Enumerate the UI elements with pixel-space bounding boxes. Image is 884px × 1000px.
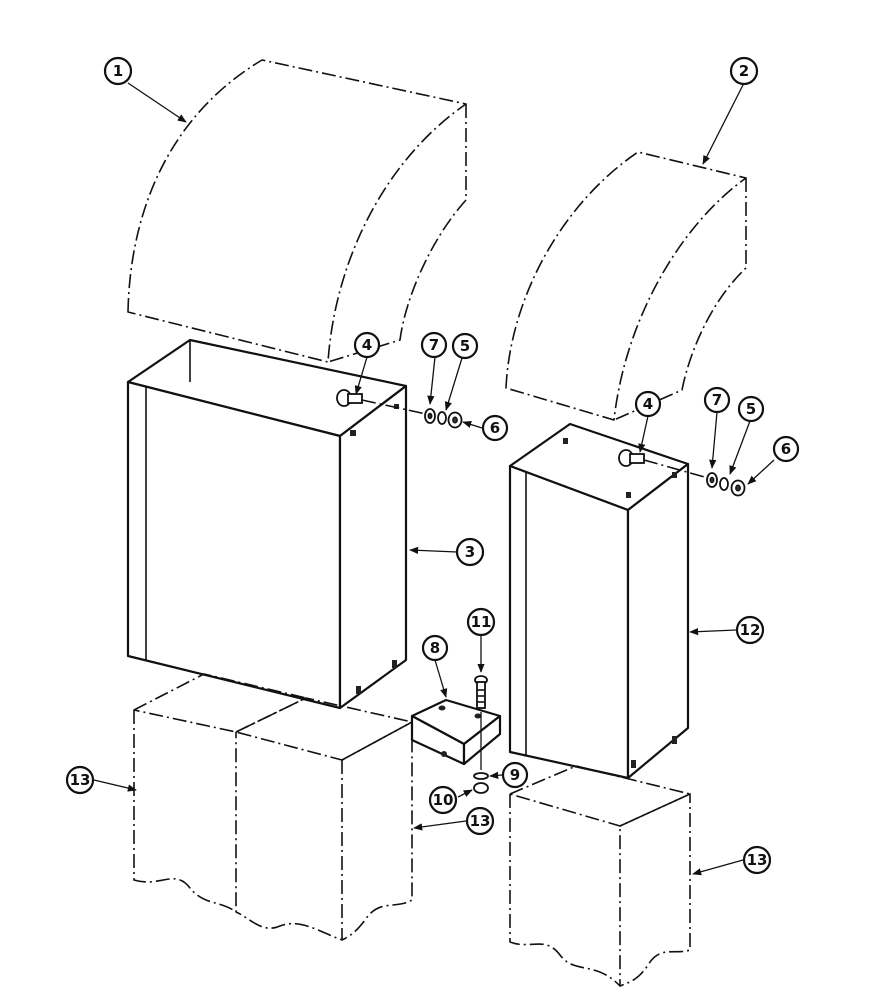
- callout-4-upper-right: 4: [634, 390, 662, 418]
- lockwasher-5b: [719, 477, 729, 491]
- callout-10: 10: [428, 785, 458, 815]
- hardware-set-upper-left: [336, 389, 463, 429]
- svg-text:6: 6: [490, 419, 500, 437]
- callout-8: 8: [421, 634, 449, 662]
- washer-7b: [706, 472, 718, 488]
- callout-6-upper-left: 6: [481, 414, 509, 442]
- svg-text:8: 8: [430, 639, 440, 657]
- callout-12: 12: [735, 615, 765, 645]
- part-13-lower-box-right: [509, 765, 691, 987]
- svg-text:6: 6: [781, 440, 791, 458]
- svg-text:2: 2: [739, 62, 749, 80]
- svg-text:1: 1: [113, 62, 123, 80]
- svg-text:13: 13: [747, 851, 768, 869]
- part-2-curved-duct: [505, 151, 747, 421]
- callout-5-upper-right: 5: [737, 395, 765, 423]
- callout-13-left: 13: [65, 765, 95, 795]
- svg-text:9: 9: [510, 766, 520, 784]
- part-8-bracket: [410, 698, 502, 766]
- part-3-box-housing: [126, 338, 408, 710]
- washer-7a: [424, 408, 436, 424]
- svg-text:12: 12: [740, 621, 761, 639]
- leader-lines: [93, 82, 775, 876]
- alignment-line-a: [361, 399, 427, 415]
- part-12-box-housing: [508, 422, 690, 780]
- svg-text:13: 13: [70, 771, 91, 789]
- callout-4-upper-left: 4: [353, 331, 381, 359]
- callout-3: 3: [455, 537, 485, 567]
- callout-13-right: 13: [742, 845, 772, 875]
- svg-text:7: 7: [429, 336, 439, 354]
- svg-text:5: 5: [460, 337, 470, 355]
- svg-text:13: 13: [470, 812, 491, 830]
- callout-13-middle: 13: [465, 806, 495, 836]
- lockwasher-5a: [437, 411, 447, 425]
- washer-9: [473, 772, 489, 780]
- hardware-set-bracket: [473, 675, 489, 794]
- svg-text:11: 11: [471, 613, 492, 631]
- nut-10: [473, 782, 489, 794]
- callout-7-upper-left: 7: [420, 331, 448, 359]
- callout-6-upper-right: 6: [772, 435, 800, 463]
- part-1-curved-duct: [127, 59, 467, 363]
- bolt-4b: [618, 449, 645, 467]
- callout-7-upper-right: 7: [703, 386, 731, 414]
- callout-5-upper-left: 5: [451, 332, 479, 360]
- callout-1: 1: [103, 56, 133, 86]
- alignment-line-b: [643, 459, 709, 479]
- part-13-lower-box-left: [133, 673, 307, 913]
- svg-text:10: 10: [433, 791, 454, 809]
- svg-text:4: 4: [362, 336, 372, 354]
- callout-11: 11: [466, 607, 496, 637]
- bolt-11: [474, 675, 488, 709]
- callout-9: 9: [501, 761, 529, 789]
- svg-text:5: 5: [746, 400, 756, 418]
- svg-text:7: 7: [712, 391, 722, 409]
- bolt-4a: [336, 389, 363, 407]
- svg-text:3: 3: [465, 543, 475, 561]
- hardware-set-upper-right: [618, 449, 746, 497]
- part-13-lower-box-middle: [235, 697, 413, 941]
- nut-6a: [447, 411, 463, 429]
- callout-2: 2: [729, 56, 759, 86]
- svg-text:4: 4: [643, 395, 653, 413]
- nut-6b: [730, 479, 746, 497]
